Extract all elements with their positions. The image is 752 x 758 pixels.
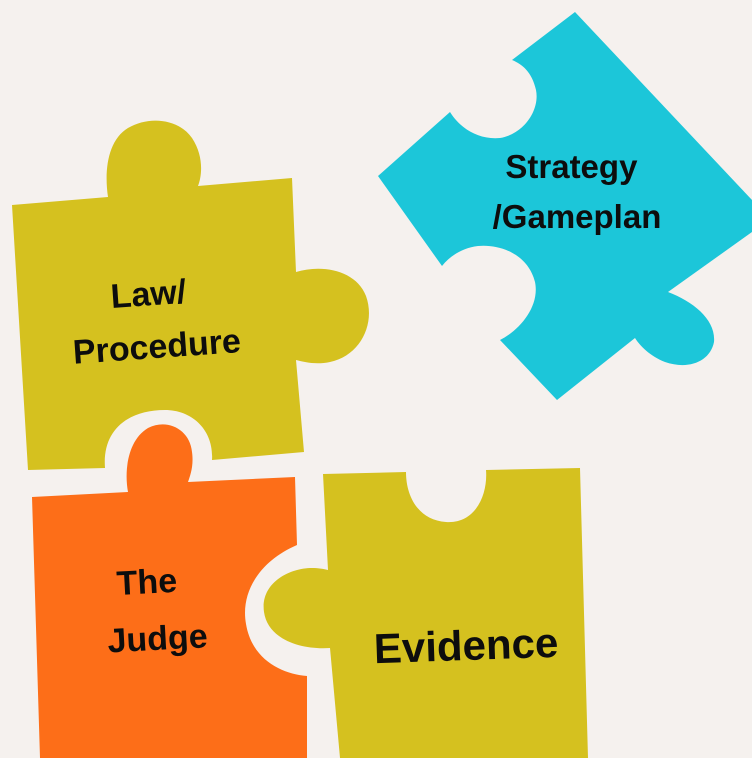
svg-text:Evidence: Evidence bbox=[373, 619, 559, 672]
piece-evidence-shape bbox=[263, 468, 588, 758]
piece-evidence: Evidence bbox=[263, 468, 588, 758]
svg-text:Law/ Procedure: Law/ Procedure bbox=[68, 269, 242, 372]
piece-strategy-shape bbox=[378, 12, 752, 400]
evidence-label: Evidence bbox=[373, 619, 559, 672]
strategy-label-line2: /Gameplan bbox=[493, 198, 662, 235]
svg-text:The Judge: The Judge bbox=[104, 560, 209, 660]
piece-law-procedure: Law/ Procedure bbox=[12, 120, 369, 470]
strategy-label-line1: Strategy bbox=[505, 148, 638, 185]
piece-strategy-gameplan: Strategy /Gameplan bbox=[378, 12, 752, 400]
judge-label-line2: Judge bbox=[107, 617, 209, 660]
svg-text:Strategy /Gameplan: Strategy /Gameplan bbox=[493, 148, 662, 235]
law-label-line1: Law/ bbox=[109, 273, 188, 316]
piece-the-judge: The Judge bbox=[32, 424, 307, 758]
piece-law-shape bbox=[12, 120, 369, 470]
piece-judge-shape bbox=[32, 424, 307, 758]
judge-label-line1: The bbox=[116, 562, 178, 603]
